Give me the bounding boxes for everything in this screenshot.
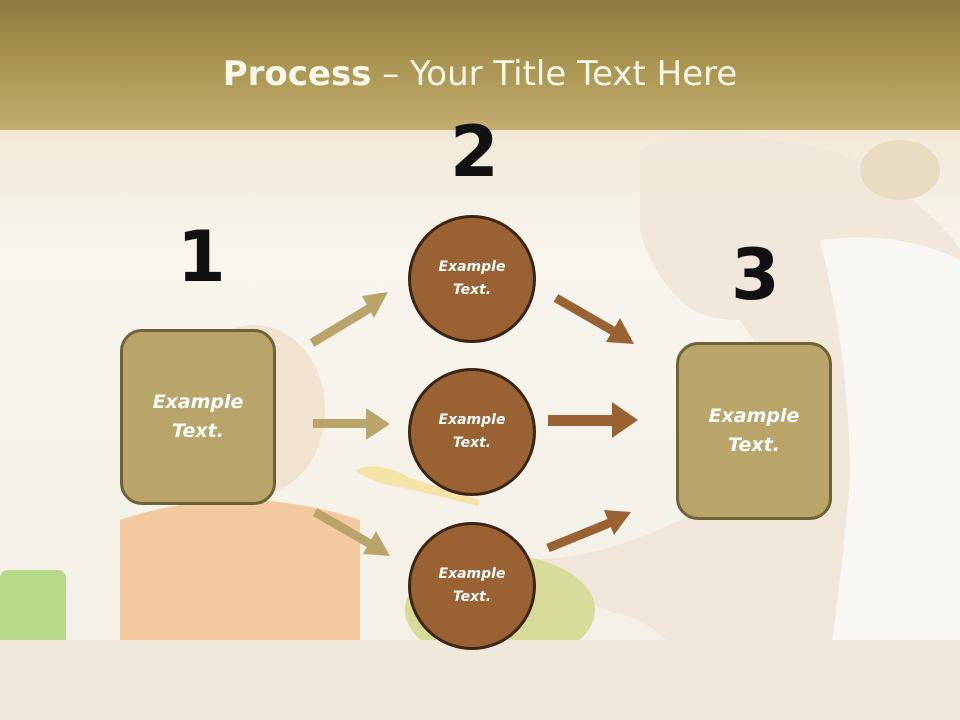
woman-hair	[860, 140, 940, 200]
arrow-middle-right	[548, 402, 638, 438]
title-band	[0, 0, 960, 130]
step-circle-middle-line1: Example	[438, 412, 506, 428]
arrow-lower-right	[546, 510, 631, 553]
step-box-1-line1: Example	[152, 391, 244, 413]
table	[0, 640, 960, 720]
step-circle-top[interactable]: Example Text.	[408, 215, 536, 343]
step-circle-bottom-line2: Text.	[452, 589, 492, 605]
step-box-1-line2: Text.	[172, 420, 224, 442]
woman-shirt	[820, 237, 960, 720]
step-circle-bottom[interactable]: Example Text.	[408, 522, 536, 650]
step-number-1: 1	[177, 216, 226, 298]
baby-bib	[120, 500, 360, 640]
step-circle-bottom-text: Example Text.	[439, 563, 506, 609]
step-number-2: 2	[450, 111, 499, 193]
step-box-1[interactable]: Example Text.	[120, 329, 276, 505]
step-box-3[interactable]: Example Text.	[676, 342, 832, 520]
arrow-middle-left	[313, 408, 390, 440]
step-box-3-line1: Example	[708, 405, 800, 427]
step-circle-middle-line2: Text.	[452, 435, 492, 451]
title-rest: – Your Title Text Here	[371, 54, 738, 94]
spoon	[355, 466, 480, 506]
arrow-upper-left	[309, 292, 388, 347]
step-box-1-text: Example Text.	[153, 388, 244, 446]
slide-title: Process – Your Title Text Here	[0, 52, 960, 96]
arrow-lower-left	[312, 508, 390, 556]
step-circle-top-line1: Example	[438, 259, 506, 275]
title-bold: Process	[222, 54, 372, 94]
step-circle-middle[interactable]: Example Text.	[408, 368, 536, 496]
step-number-3: 3	[731, 234, 780, 316]
step-box-3-text: Example Text.	[709, 402, 800, 460]
step-circle-top-text: Example Text.	[439, 256, 506, 302]
step-box-3-line2: Text.	[728, 434, 780, 456]
step-circle-middle-text: Example Text.	[439, 409, 506, 455]
step-circle-bottom-line1: Example	[438, 566, 506, 582]
step-circle-top-line2: Text.	[452, 282, 492, 298]
arrow-upper-right	[553, 294, 634, 344]
